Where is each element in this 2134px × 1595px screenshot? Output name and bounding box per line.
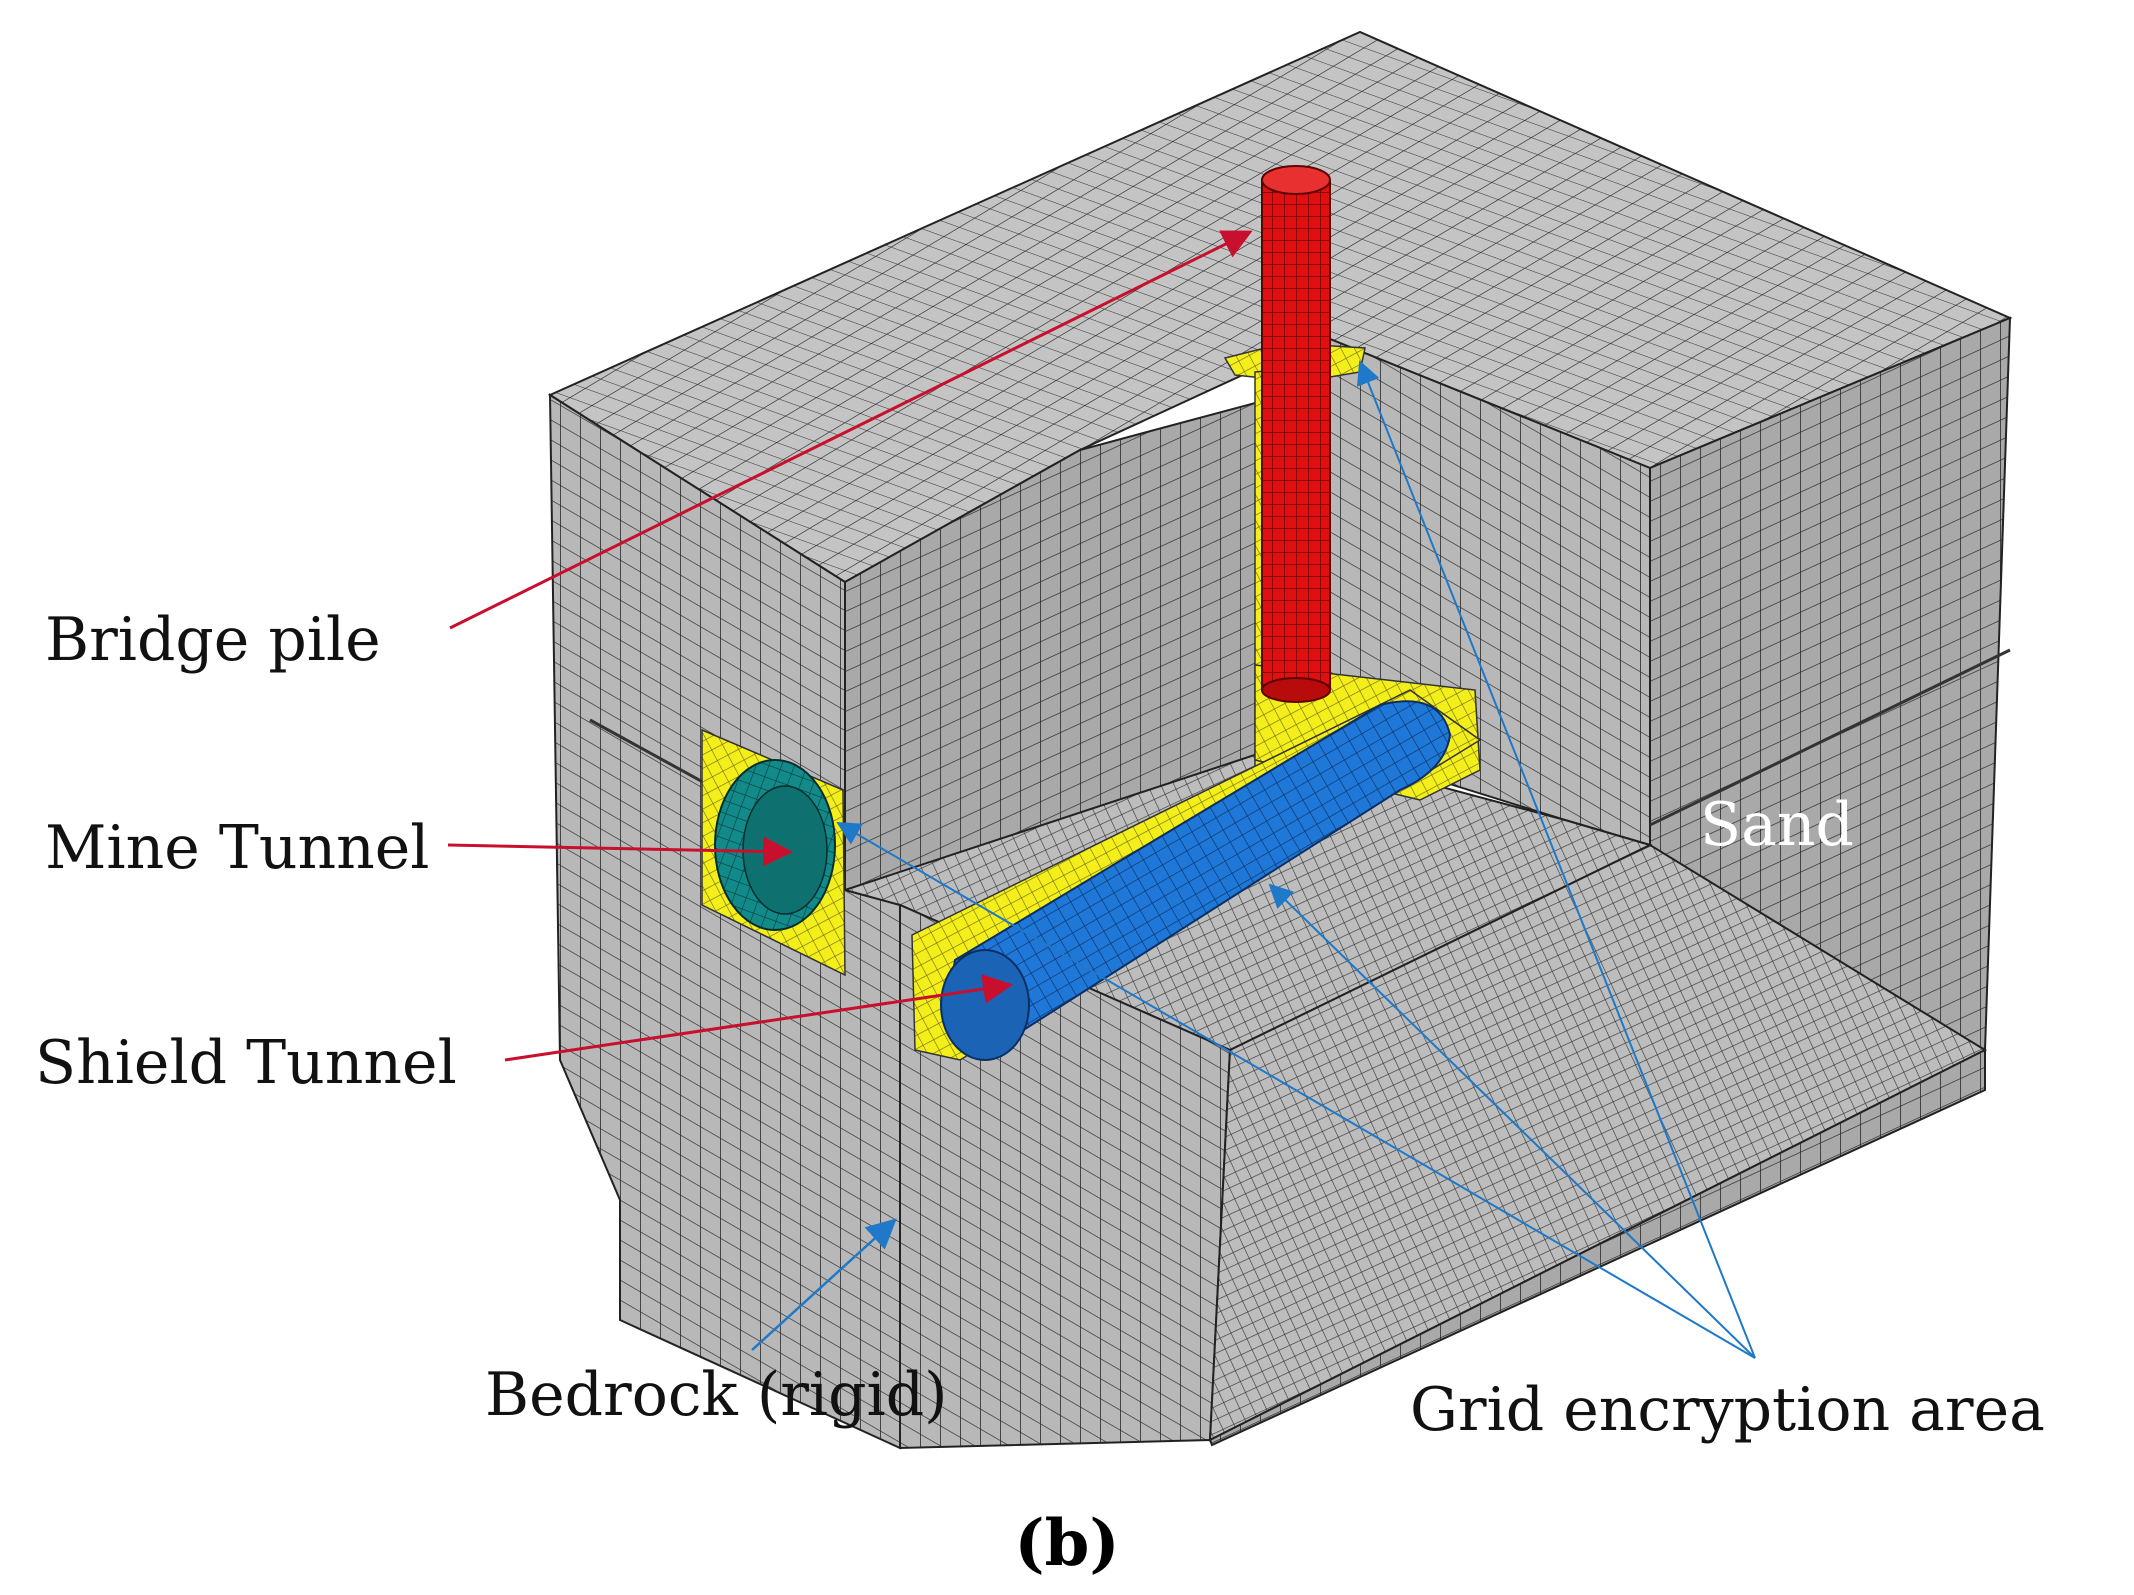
bridge-pile-arrow — [449, 230, 1253, 630]
bridge-pile-bottom — [1261, 677, 1331, 703]
label-mine-tunnel: Mine Tunnel — [45, 813, 430, 883]
label-bedrock: Bedrock (rigid) — [485, 1360, 948, 1430]
shield-tunnel-opening — [940, 949, 1030, 1061]
shield-tunnel-arrow — [504, 974, 1013, 1062]
grid-arrow-to-pile — [1356, 360, 1756, 1359]
label-sand: Sand — [1700, 790, 1854, 860]
grid-arrow-to-mine — [836, 821, 1756, 1359]
lower-front-face-right — [1208, 1048, 1986, 1447]
bridge-pile-shaft — [1261, 179, 1331, 691]
bedrock-arrow — [751, 1218, 897, 1351]
label-grid-encryption-area: Grid encryption area — [1410, 1375, 2045, 1445]
grid-arrow-to-strip — [1268, 883, 1756, 1359]
annotation-arrows — [447, 230, 1756, 1359]
label-shield-tunnel: Shield Tunnel — [35, 1028, 457, 1098]
figure-caption: (b) — [1014, 1506, 1119, 1581]
bridge-pile-top — [1261, 165, 1331, 195]
mine-tunnel — [714, 759, 836, 931]
mine-tunnel-arrow — [447, 836, 793, 867]
bridge-pile — [1261, 165, 1331, 703]
label-bridge-pile: Bridge pile — [45, 605, 381, 675]
